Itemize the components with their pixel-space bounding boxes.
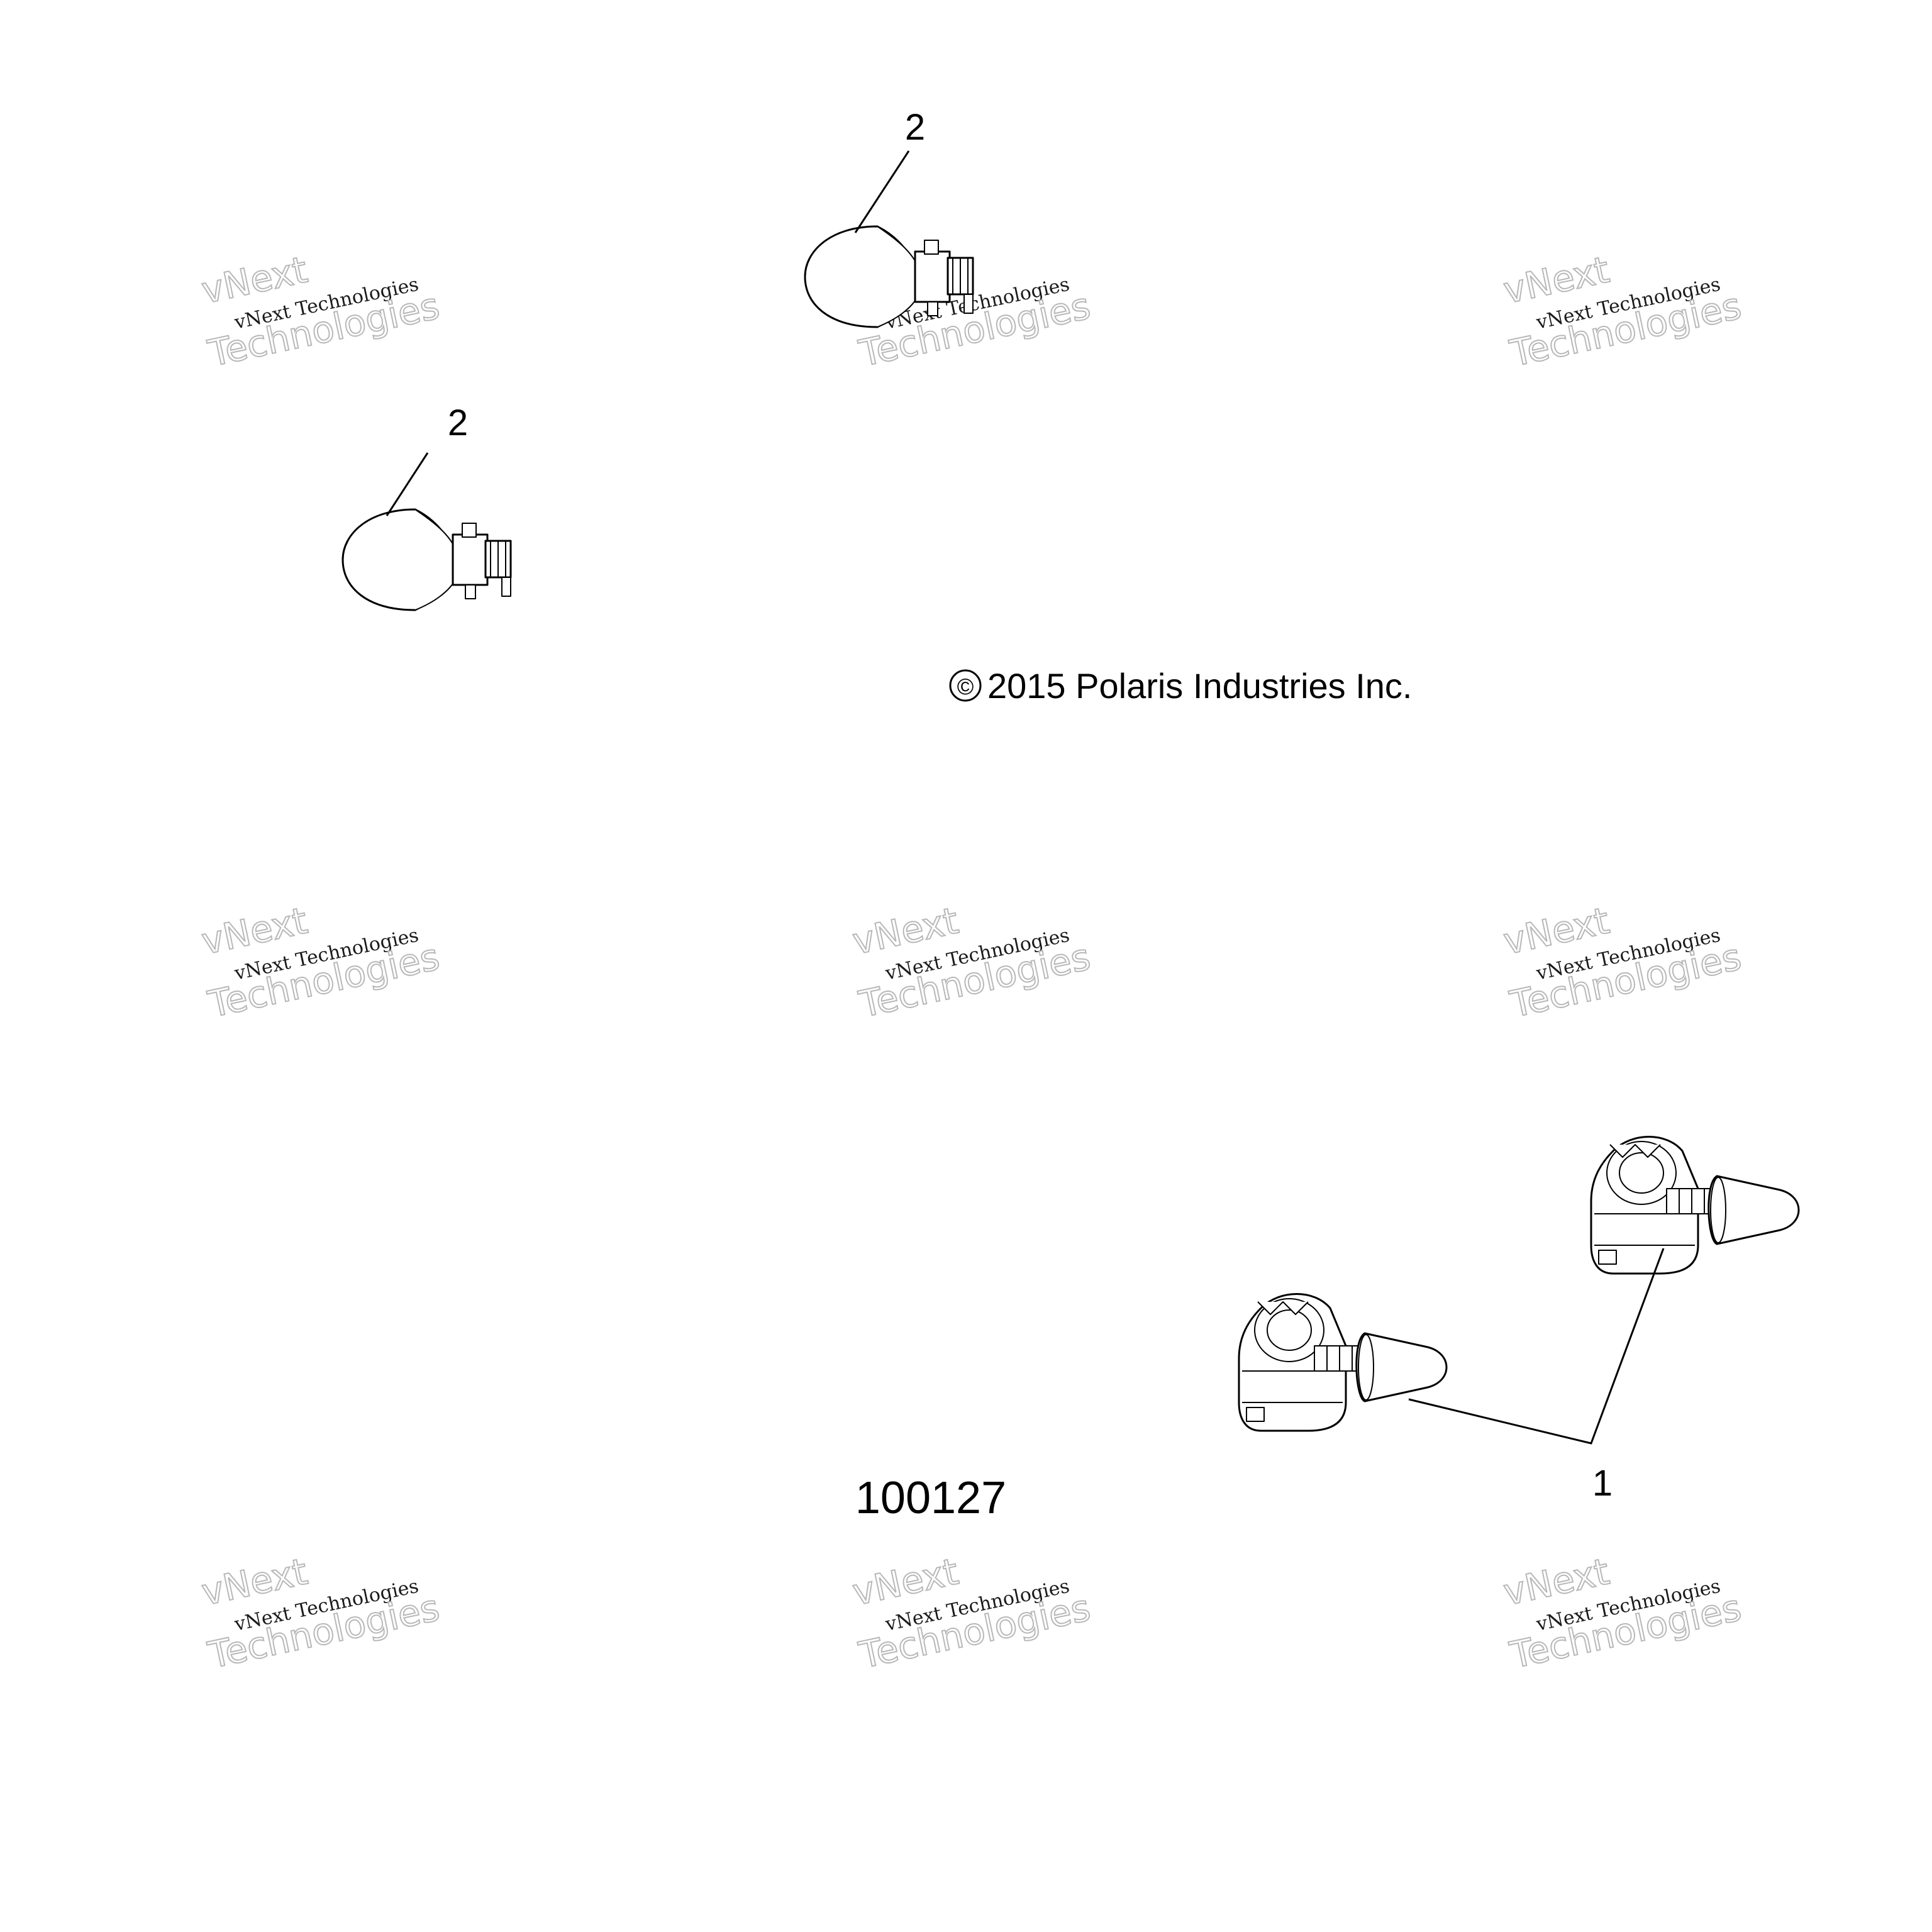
copyright-icon: © <box>949 669 982 702</box>
leader-line <box>854 150 910 233</box>
halogen-bulb-icon <box>1238 1293 1448 1432</box>
watermark: vNext vNext Technologies Technologies <box>1499 898 1746 1026</box>
part-2-bulb-left[interactable]: 2 <box>341 402 512 611</box>
copyright-text: 2015 Polaris Industries Inc. <box>987 666 1412 706</box>
watermark-grid: vNext vNext Technologies Technologies vN… <box>197 247 1746 1677</box>
watermark: vNext vNext Technologies Technologies <box>197 1549 444 1677</box>
part-1-halogen-bulbs[interactable]: 1 <box>1238 1136 1800 1504</box>
watermark: vNext vNext Technologies Technologies <box>1499 247 1746 375</box>
wedge-base-bulb-icon <box>341 508 512 611</box>
halogen-bulb-icon <box>1590 1136 1800 1275</box>
watermark: vNext vNext Technologies Technologies <box>848 1549 1095 1677</box>
part-2-bulb-top[interactable]: 2 <box>804 107 974 328</box>
leader-line <box>386 452 429 516</box>
watermark: vNext vNext Technologies Technologies <box>1499 1549 1746 1677</box>
callout-number: 2 <box>448 402 468 443</box>
watermark: vNext vNext Technologies Technologies <box>197 247 444 375</box>
watermark: vNext vNext Technologies Technologies <box>848 898 1095 1026</box>
callout-number: 2 <box>905 107 925 148</box>
leader-line <box>1408 1248 1665 1445</box>
copyright-notice: © 2015 Polaris Industries Inc. <box>949 666 1412 706</box>
diagram-reference-number: 100127 <box>855 1473 1006 1523</box>
wedge-base-bulb-icon <box>804 225 974 328</box>
copyright-symbol: © <box>957 674 974 699</box>
watermark: vNext vNext Technologies Technologies <box>197 898 444 1026</box>
callout-number: 1 <box>1592 1463 1613 1504</box>
